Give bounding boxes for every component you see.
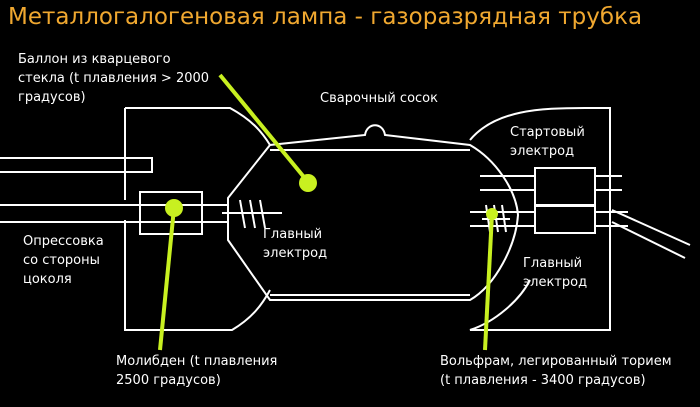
inner-tube-line xyxy=(270,149,470,296)
label-bulb: Баллон из кварцевого стекла (t плавления… xyxy=(18,52,210,105)
pointer-dot-tungsten xyxy=(486,208,498,220)
left-lead-wires xyxy=(0,157,153,223)
label-main-electrode-left: Главный электрод xyxy=(263,227,328,261)
pointer-dot-bulb xyxy=(299,174,317,192)
label-crimp: Опрессовка со стороны цоколя xyxy=(23,234,104,287)
right-base-outline xyxy=(469,107,611,331)
label-molybdenum: Молибден (t плавления 2500 градусов) xyxy=(116,354,278,388)
label-main-electrode-right: Главный электрод xyxy=(523,256,588,290)
label-start-electrode: Стартовый электрод xyxy=(510,125,585,159)
start-electrode-foil xyxy=(534,167,596,207)
pointer-line-bulb xyxy=(218,73,310,184)
right-lead-wire xyxy=(611,209,691,259)
pointer-line-tungsten xyxy=(483,213,494,351)
label-weld-tip: Сварочный сосок xyxy=(320,91,438,106)
diagram-title: Металлогалогеновая лампа - газоразрядная… xyxy=(8,4,643,30)
pointer-line-molybdenum xyxy=(158,207,176,351)
label-tungsten: Вольфрам, легированный торием (t плавлен… xyxy=(440,354,672,388)
molybdenum-foil-right xyxy=(534,204,596,234)
main-electrode-right-coil xyxy=(482,204,510,233)
left-base-outline xyxy=(124,107,271,331)
main-electrode-left-coil xyxy=(222,199,282,229)
pointer-dot-molybdenum xyxy=(165,199,183,217)
